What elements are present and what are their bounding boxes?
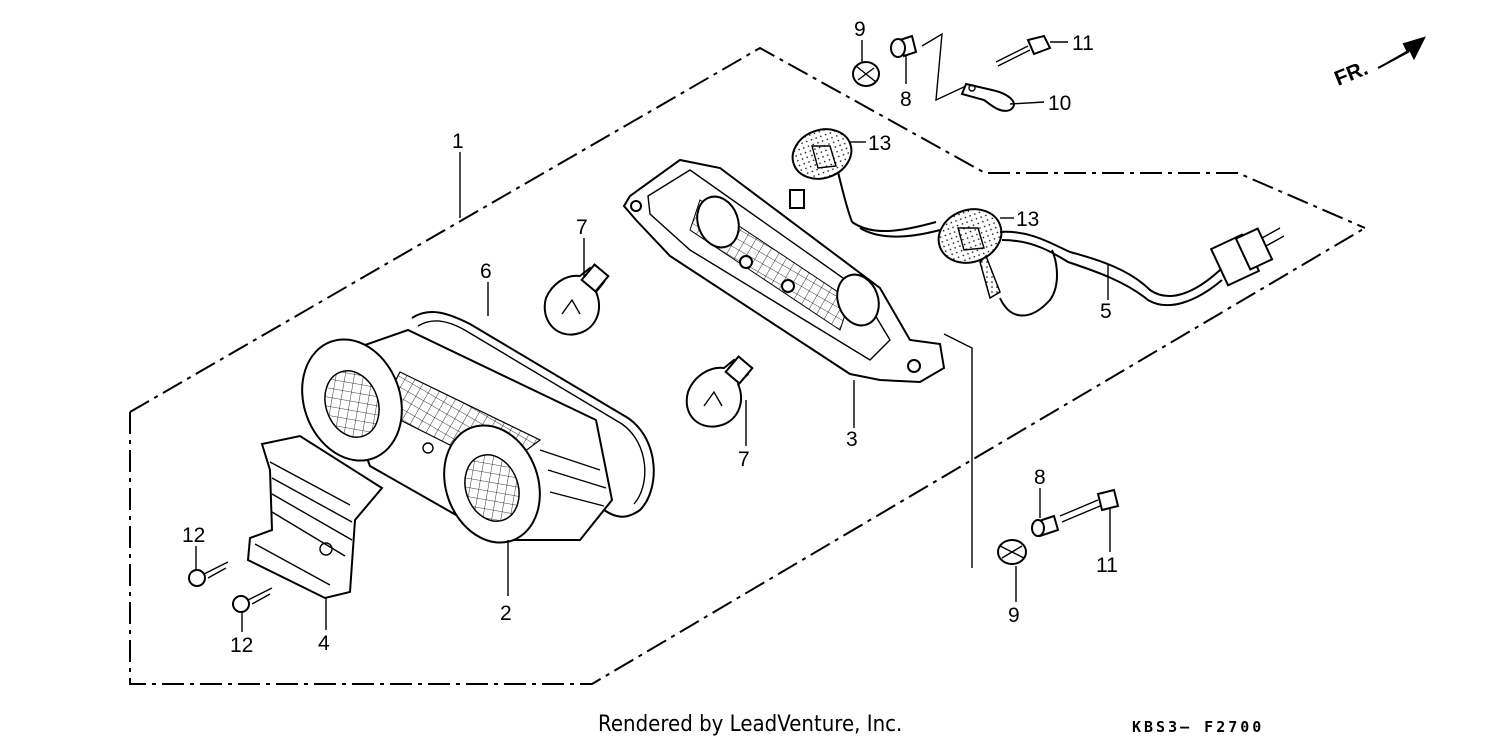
callout-9b: 9 (1008, 604, 1020, 627)
bolt-part-11a (995, 34, 1052, 67)
callout-2: 2 (500, 602, 512, 625)
bulb-part-7a (543, 263, 610, 336)
clamp-part-10 (960, 82, 1015, 112)
callout-6: 6 (480, 260, 492, 283)
front-direction-arrow-icon (1377, 36, 1426, 69)
tail-light-housing-part (622, 158, 946, 384)
callout-10: 10 (1048, 92, 1071, 115)
callout-8b: 8 (1034, 466, 1046, 489)
callout-7b: 7 (738, 448, 750, 471)
callout-9a: 9 (854, 18, 866, 41)
hardware-leader-upper (921, 32, 967, 102)
leader-lines (195, 40, 1111, 632)
bolt-part-11b (1059, 488, 1120, 523)
callout-7a: 7 (576, 216, 588, 239)
wire-harness-part (851, 221, 1285, 317)
callout-12b: 12 (230, 634, 253, 657)
callout-11b: 11 (1096, 554, 1118, 577)
assembly-outline (129, 46, 1366, 685)
callout-4: 4 (318, 632, 330, 655)
collar-part-8b (1031, 514, 1060, 538)
front-direction-label: FR. (1331, 57, 1371, 91)
grommet-part-9a (852, 61, 880, 87)
callout-8a: 8 (900, 88, 912, 111)
callout-3: 3 (846, 428, 858, 451)
hardware-leader-lower (943, 333, 973, 568)
callout-13b: 13 (1016, 208, 1039, 231)
socket-part-13a (791, 128, 853, 223)
socket-part-13b (937, 208, 1003, 300)
callout-12a: 12 (182, 524, 205, 547)
render-credit: Rendered by LeadVenture, Inc. (598, 712, 903, 737)
grommet-part-9b (997, 539, 1027, 565)
tail-lens-part (301, 328, 614, 544)
reflector-bracket-part (246, 434, 384, 600)
callout-11a: 11 (1072, 32, 1094, 55)
collar-part-8a (890, 34, 918, 58)
screw-part-12a (188, 561, 229, 587)
bulb-part-7b (685, 355, 754, 428)
callout-13a: 13 (868, 132, 891, 155)
diagram-code: KBS3– F2700 (1132, 718, 1265, 736)
callout-1: 1 (452, 130, 464, 153)
callout-5: 5 (1100, 300, 1112, 323)
gasket-part (411, 311, 655, 518)
screw-part-12b (232, 587, 273, 613)
